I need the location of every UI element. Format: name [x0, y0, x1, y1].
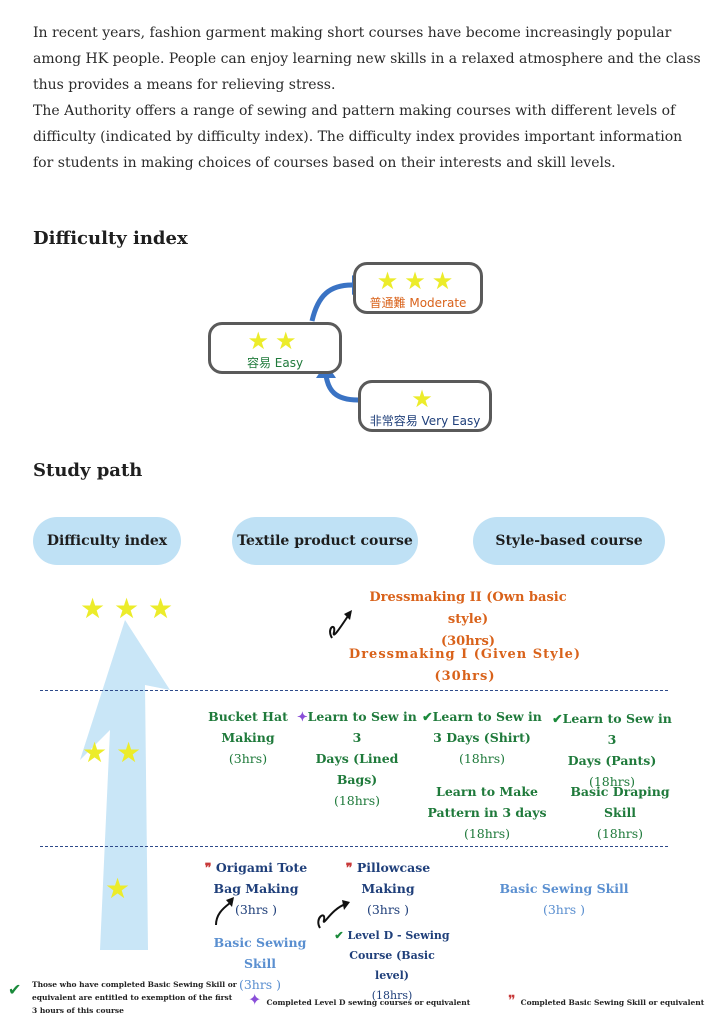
course-name-line2: Course (Basic level) [349, 949, 435, 982]
tier2-stars: ★ ★ [82, 736, 142, 769]
course-name: Dressmaking II (Own basic style) [369, 590, 567, 627]
course-bucket-hat: Bucket Hat Making (3hrs) [200, 706, 296, 769]
course-hours: (18hrs) [596, 826, 644, 841]
tier1-stars: ★ [105, 872, 131, 905]
course-pillowcase: ❞ Pillowcase Making (3hrs ) [334, 857, 442, 920]
course-hours: (18hrs) [333, 793, 381, 808]
intro-paragraph-2: The Authority offers a range of sewing a… [33, 103, 683, 171]
legend-sparkle: ✦ Completed Level D sewing courses or eq… [248, 990, 490, 1009]
study-path-title: Study path [33, 460, 143, 481]
course-name-line1: Bucket Hat [208, 709, 288, 724]
quote-icon: ❞ [345, 860, 353, 875]
course-hours: (3hrs ) [238, 977, 282, 992]
course-name-line1: ❞ Origami Tote [204, 860, 308, 875]
course-pants: ✔Learn to Sew in 3 Days (Pants) (18hrs) [550, 708, 674, 792]
very-easy-stars: ★ [411, 385, 439, 413]
progress-arrow-icon [329, 610, 352, 639]
intro-text: In recent years, fashion garment making … [33, 20, 703, 176]
header-style-based-course: Style-based course [473, 517, 665, 565]
course-name-line1: ✔Learn to Sew in [422, 709, 542, 724]
course-name-line1: ❞ Pillowcase [345, 860, 431, 875]
intro-paragraph-1: In recent years, fashion garment making … [33, 25, 701, 93]
very-easy-level-box: ★ 非常容易 Very Easy [358, 380, 492, 432]
legend-sparkle-text: Completed Level D sewing courses or equi… [266, 998, 471, 1007]
legend-check: ✔ Those who have completed Basic Sewing … [8, 978, 240, 1017]
course-hours: (30hrs) [434, 669, 496, 684]
course-hours: (30hrs) [440, 634, 495, 649]
difficulty-index-title: Difficulty index [33, 228, 188, 249]
course-name-line2: Pattern in 3 days [427, 805, 547, 820]
course-lined-bags: ✦Learn to Sew in 3 Days (Lined Bags) (18… [296, 706, 418, 811]
course-hours: (3hrs ) [542, 902, 586, 917]
course-name: Dressmaking I (Given Style) [348, 647, 582, 662]
easy-level-box: ★★ 容易 Easy [208, 322, 342, 374]
course-hours: (3hrs ) [366, 902, 410, 917]
course-origami-tote: ❞ Origami Tote Bag Making (3hrs ) [200, 857, 312, 920]
course-name-line1: ✦Learn to Sew in 3 [297, 709, 417, 745]
course-name-line2: Skill [604, 805, 636, 820]
legend-quote-text: Completed Basic Sewing Skill or equivale… [520, 998, 705, 1007]
moderate-label: 普通難 Moderate [369, 296, 467, 310]
course-hours: (18hrs) [588, 774, 636, 789]
course-basic-sewing-left: Basic Sewing Skill (3hrs ) [198, 932, 322, 995]
progress-loop-arrow-icon [317, 900, 350, 929]
easy-label: 容易 Easy [246, 356, 304, 370]
legend-quote: ❞ Completed Basic Sewing Skill or equiva… [508, 990, 722, 1009]
sparkle-icon: ✦ [297, 709, 308, 724]
course-hours: (18hrs) [371, 989, 413, 1002]
header-difficulty-index: Difficulty index [33, 517, 181, 565]
course-name-line2: 3 Days (Shirt) [433, 730, 531, 745]
tier-divider-lower [40, 846, 668, 847]
course-name-line2: Making [361, 881, 415, 896]
course-dressmaking-ii: Dressmaking II (Own basic style) (30hrs) [350, 587, 586, 653]
sparkle-icon: ✦ [248, 990, 262, 1009]
quote-icon: ❞ [204, 860, 212, 875]
progress-arrow-icon [215, 897, 234, 926]
course-shirt: ✔Learn to Sew in 3 Days (Shirt) (18hrs) [420, 706, 544, 769]
course-name-line2: Making [221, 730, 275, 745]
course-name: Basic Sewing Skill [499, 881, 629, 896]
course-name: Basic Sewing Skill [213, 935, 307, 971]
check-icon: ✔ [334, 929, 344, 942]
course-name-line2: Bag Making [213, 881, 299, 896]
course-draping: Basic Draping Skill (18hrs) [560, 781, 680, 844]
tier-divider-upper [40, 690, 668, 691]
course-hours: (3hrs ) [234, 902, 278, 917]
course-name-line1: Learn to Make [436, 784, 538, 799]
course-name-line2: Days (Lined Bags) [315, 751, 399, 787]
header-textile-product-course: Textile product course [232, 517, 418, 565]
upward-progress-arrow [80, 620, 170, 950]
course-basic-sewing-right: Basic Sewing Skill (3hrs ) [498, 878, 630, 920]
tier3-stars: ★ ★ ★ [80, 592, 174, 625]
check-icon: ✔ [8, 980, 22, 999]
course-name-line1: ✔Learn to Sew in 3 [552, 711, 672, 747]
course-hours: (18hrs) [463, 826, 511, 841]
course-name-line1: Basic Draping [570, 784, 670, 799]
very-easy-label: 非常容易 Very Easy [369, 414, 481, 428]
check-icon: ✔ [422, 709, 433, 724]
course-hours: (3hrs) [228, 751, 268, 766]
legend-check-text: Those who have completed Basic Sewing Sk… [32, 980, 237, 1015]
course-pattern: Learn to Make Pattern in 3 days (18hrs) [424, 781, 550, 844]
easy-stars: ★★ [247, 327, 303, 355]
course-level-d: ✔ Level D - Sewing Course (Basic level) … [334, 926, 450, 1006]
quote-icon: ❞ [508, 993, 516, 1009]
moderate-stars: ★★★ [376, 267, 460, 295]
course-name-line2: Days (Pants) [567, 753, 657, 768]
moderate-level-box: ★★★ 普通難 Moderate [353, 262, 483, 314]
check-icon: ✔ [552, 711, 563, 726]
course-dressmaking-i: Dressmaking I (Given Style) (30hrs) [345, 644, 585, 688]
course-name-line1: ✔ Level D - Sewing [334, 929, 450, 942]
course-hours: (18hrs) [458, 751, 506, 766]
